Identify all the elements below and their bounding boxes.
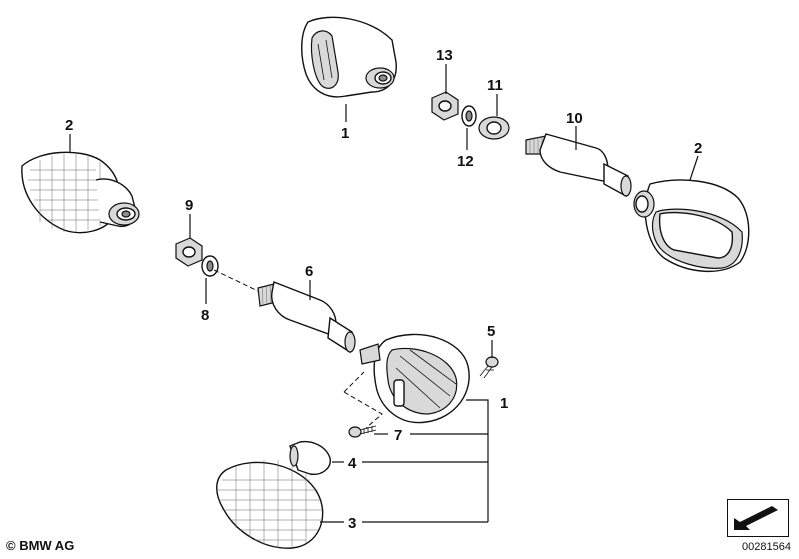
turn-signal-right [633, 179, 750, 272]
callout-7: 7 [394, 427, 402, 444]
screw-5 [479, 356, 499, 379]
callout-6: 6 [305, 263, 313, 280]
washer-8 [201, 255, 219, 277]
stalk-6 [257, 281, 356, 354]
callout-4: 4 [348, 455, 357, 472]
callout-2-left: 2 [65, 117, 73, 134]
assembly-axis-line [213, 269, 261, 293]
leader-lines [69, 64, 699, 523]
callout-9: 9 [185, 197, 193, 214]
lamp-housing-lower [359, 333, 470, 424]
screw-7 [348, 425, 377, 438]
washer-12 [461, 105, 477, 127]
callout-13: 13 [436, 47, 453, 64]
hex-nut-13 [431, 91, 459, 121]
bushing-11 [478, 116, 510, 140]
copyright-text: © BMW AG [6, 538, 75, 553]
hex-nut-9 [175, 237, 203, 267]
callout-8: 8 [201, 307, 209, 324]
turn-signal-left [21, 151, 140, 234]
callout-5: 5 [487, 323, 495, 340]
callout-3: 3 [348, 515, 356, 532]
screw-7-guide [343, 371, 383, 429]
turn-signal-housing-top [301, 16, 397, 98]
stalk-10 [525, 133, 632, 198]
drawing-number: 00281564 [742, 541, 791, 553]
lens-3 [216, 460, 324, 549]
callout-11: 11 [487, 77, 503, 94]
callout-2-right: 2 [694, 140, 702, 157]
callout-12: 12 [457, 153, 474, 170]
callout-1-top: 1 [341, 125, 349, 142]
callout-10: 10 [566, 110, 583, 127]
callout-labels: 1 2 13 11 12 10 2 9 8 6 5 1 7 4 3 [65, 47, 702, 532]
document-arrow-icon [727, 499, 789, 537]
callout-1-right: 1 [500, 395, 508, 412]
bulb-4 [289, 440, 331, 475]
